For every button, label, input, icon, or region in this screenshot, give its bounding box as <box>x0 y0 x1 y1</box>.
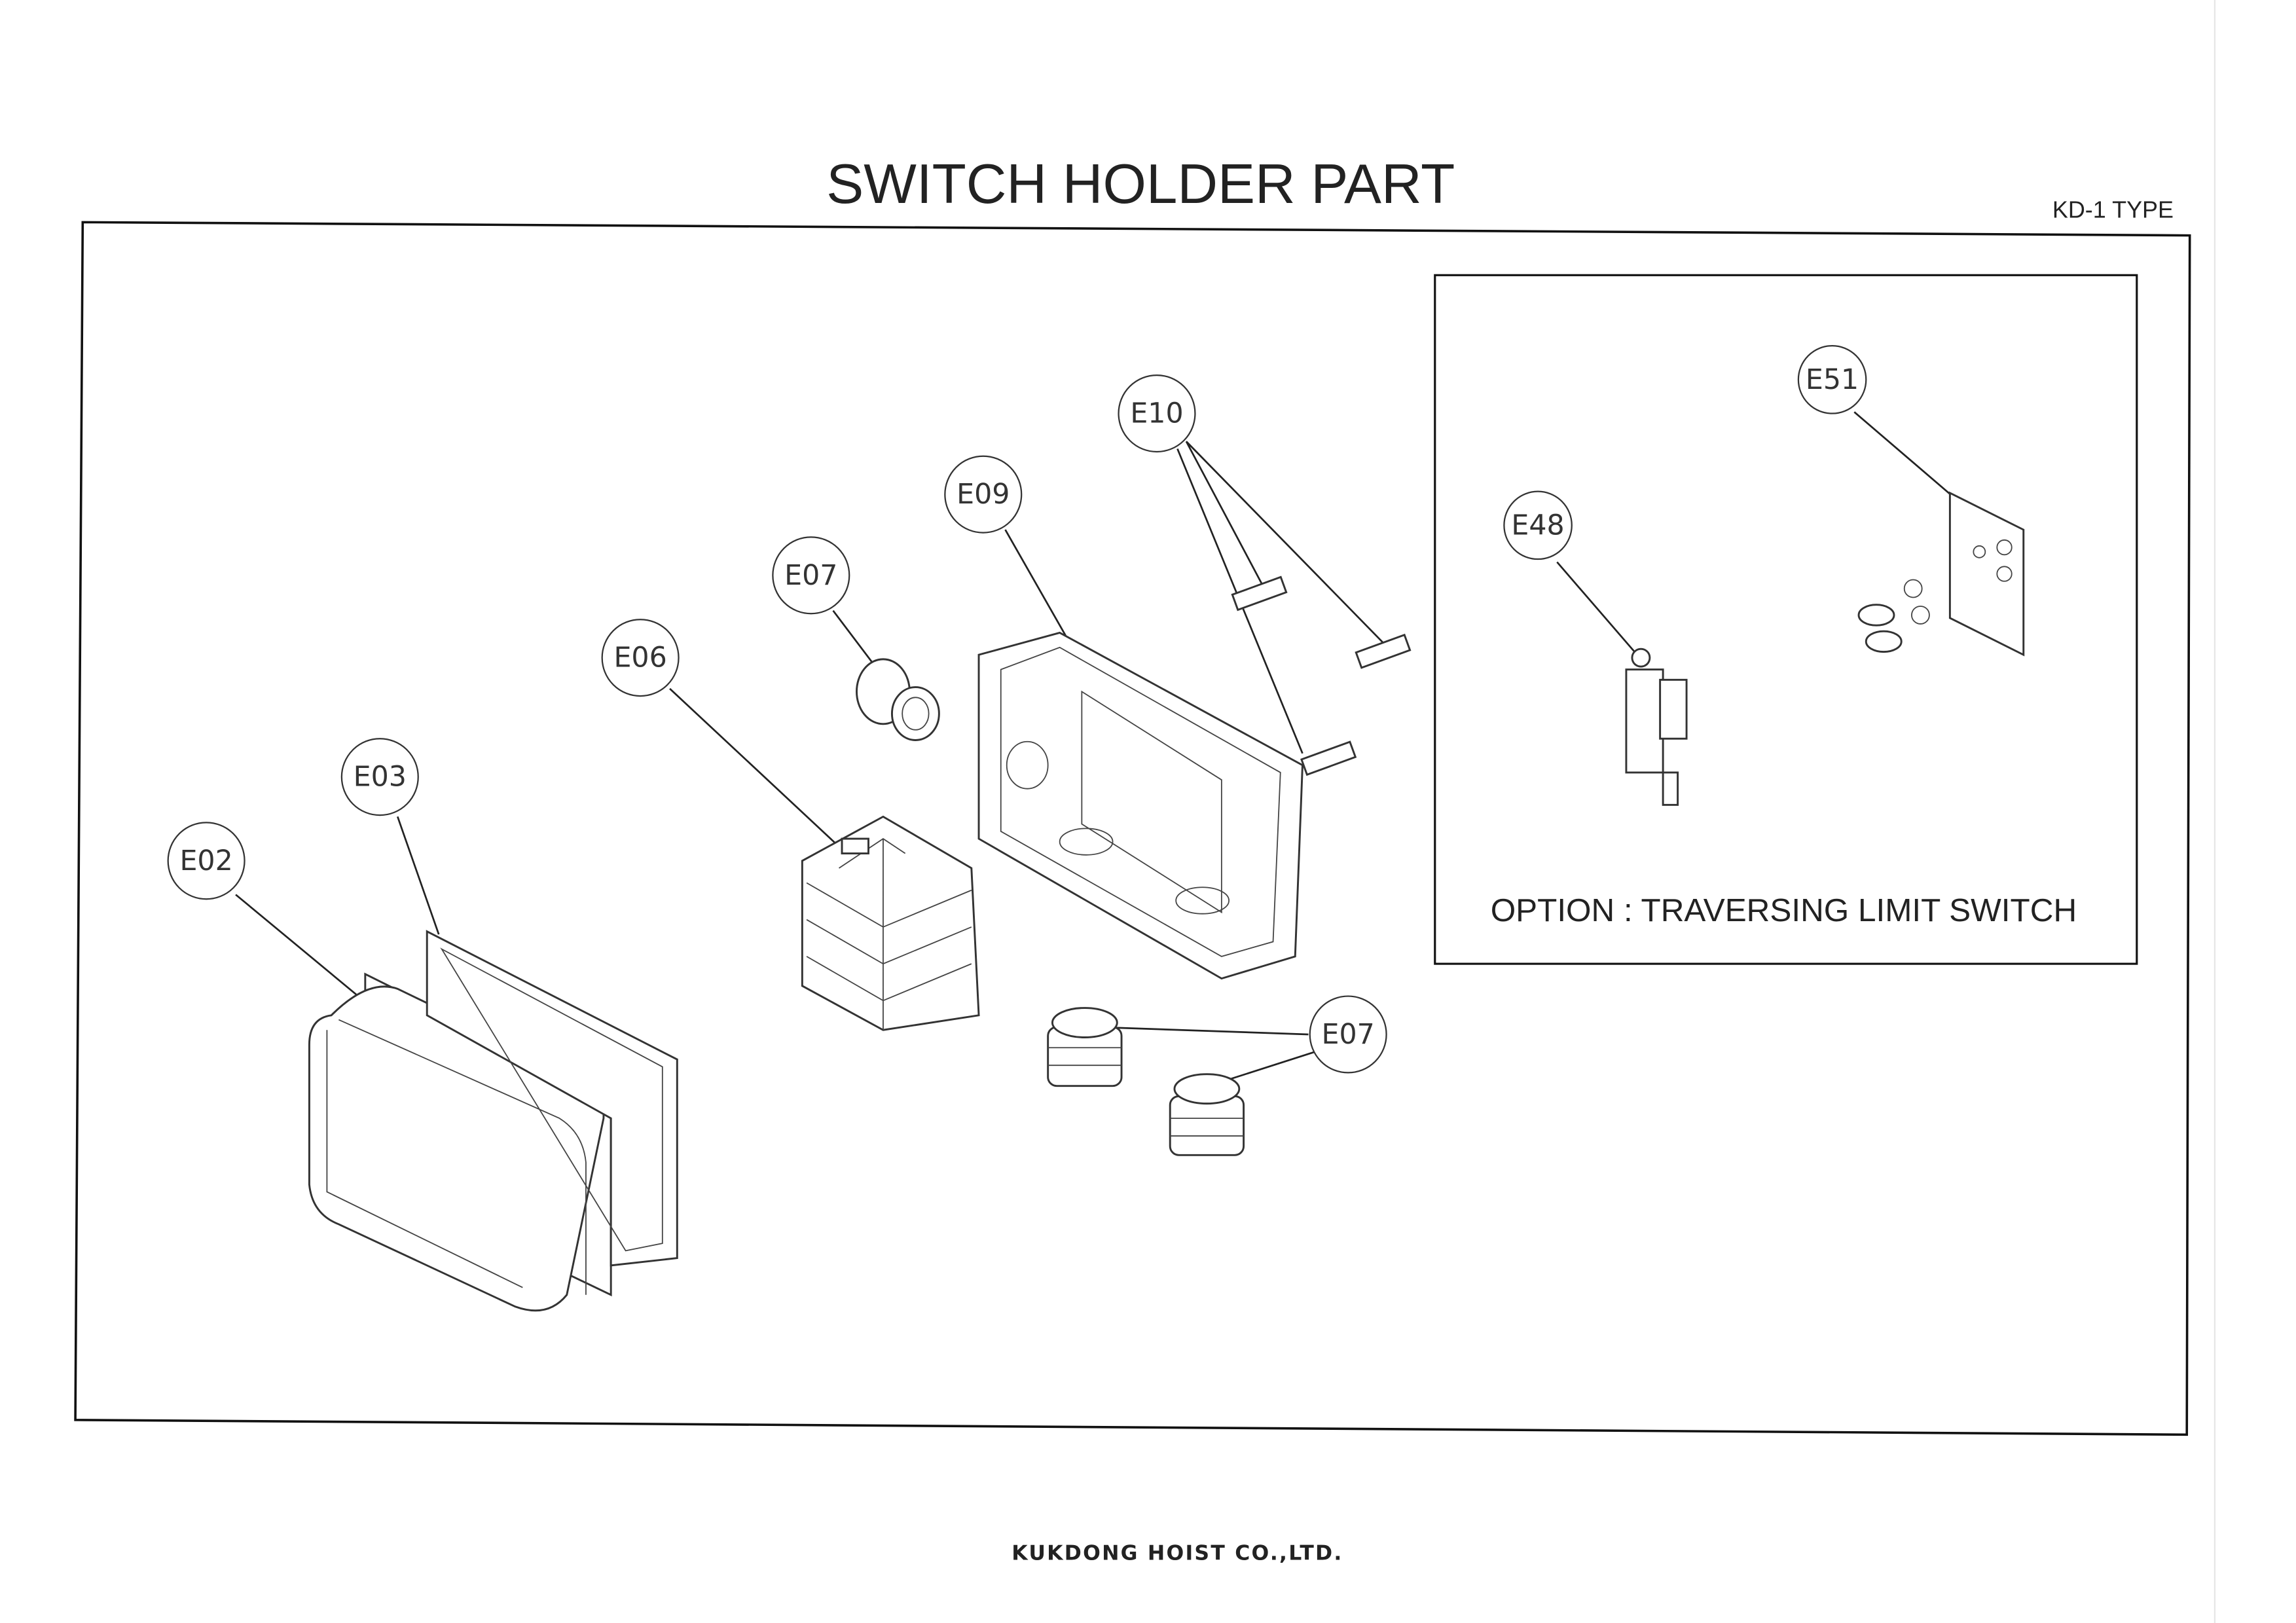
option-frame <box>1434 274 2138 965</box>
callout-e09: E09 <box>944 455 1023 534</box>
svg-text:E09: E09 <box>957 478 1010 511</box>
page-title: SWITCH HOLDER PART <box>826 153 1455 215</box>
callout-e48: E48 <box>1503 490 1573 560</box>
callout-e06: E06 <box>601 619 680 697</box>
main-frame <box>74 221 2191 1436</box>
svg-text:E48: E48 <box>1511 509 1564 541</box>
svg-text:E06: E06 <box>613 642 666 674</box>
svg-text:E10: E10 <box>1130 397 1183 430</box>
model-type: KD-1 TYPE <box>2052 196 2174 223</box>
callout-e03: E03 <box>340 738 419 816</box>
box-e09 <box>977 631 1303 980</box>
callout-e07-bottom: E07 <box>1309 995 1387 1074</box>
company-footer: KUKDONG HOIST CO.,LTD. <box>1011 1541 1343 1565</box>
leader-lines <box>235 411 1958 1090</box>
plate-e51 <box>1857 491 2025 657</box>
cable-glands-e07-bottom <box>1047 1007 1245 1156</box>
option-caption: OPTION : TRAVERSING LIMIT SWITCH <box>1491 892 2077 928</box>
svg-text:E02: E02 <box>179 845 232 877</box>
svg-text:E03: E03 <box>354 761 407 793</box>
callout-e10: E10 <box>1118 374 1196 453</box>
spacers-e10 <box>1231 575 1412 776</box>
svg-text:E07: E07 <box>784 559 837 592</box>
callout-e02: E02 <box>167 822 246 900</box>
svg-text:E51: E51 <box>1806 363 1859 396</box>
svg-text:E07: E07 <box>1322 1018 1375 1051</box>
callout-e51: E51 <box>1797 345 1867 414</box>
cable-gland-e07-top <box>856 658 940 741</box>
callout-e07: E07 <box>772 536 850 615</box>
limit-switch-e48 <box>1625 647 1688 806</box>
contactor-e06 <box>801 815 980 1031</box>
gasket-e03 <box>426 930 678 1267</box>
